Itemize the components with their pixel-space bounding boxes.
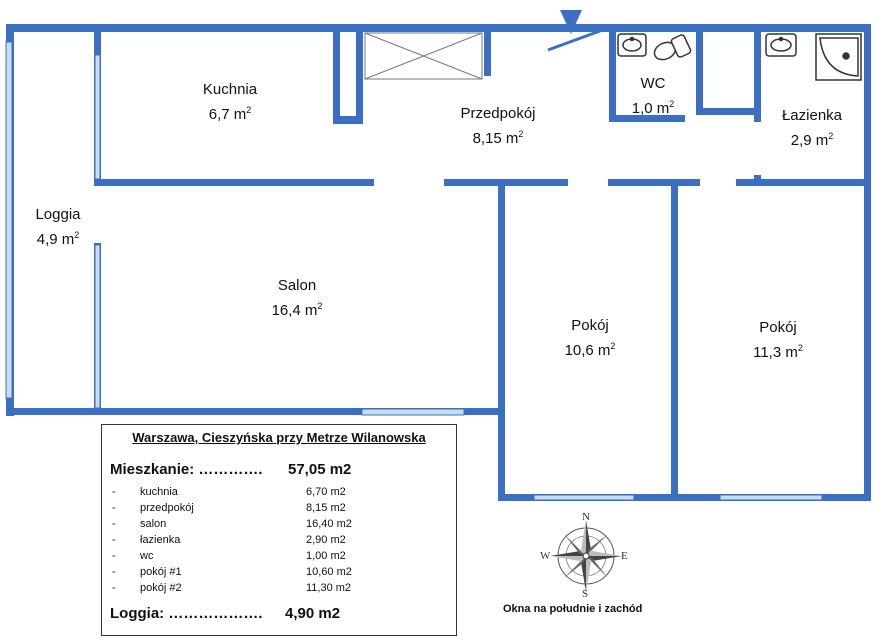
bathroom-sink-icon — [765, 33, 797, 57]
compass-north: N — [582, 511, 590, 523]
room-area: 1,0 m2 — [631, 99, 675, 117]
room-name: Salon — [277, 277, 317, 294]
total-area-row: Mieszkanie: …………. 57,05 m2 — [110, 461, 351, 478]
entrance-door — [547, 10, 609, 52]
wc-fixtures — [617, 33, 692, 61]
room-pokoj-1: Pokój 10,6 m2 — [540, 316, 640, 361]
room-area: 6,7 m2 — [208, 105, 252, 123]
apartment-summary-box: Warszawa, Cieszyńska przy Metrze Wilanow… — [101, 424, 457, 636]
room-area: 8,15 m2 — [472, 129, 524, 147]
compass-rose — [550, 520, 622, 592]
salon-window — [94, 244, 101, 409]
pokoj2-window — [719, 494, 823, 501]
compass-east: E — [621, 550, 628, 562]
room-name: Pokój — [759, 319, 797, 336]
room-area: 16,4 m2 — [271, 301, 323, 319]
room-area: 2,9 m2 — [790, 131, 834, 149]
compass-caption: Okna na południe i zachód — [503, 603, 643, 615]
room-loggia: Loggia 4,9 m2 — [20, 205, 96, 250]
room-area: 10,6 m2 — [564, 341, 616, 359]
shaft — [364, 32, 483, 80]
room-przedpokoj: Przedpokój 8,15 m2 — [440, 104, 556, 149]
room-wc: WC 1,0 m2 — [612, 74, 694, 119]
room-name: Loggia — [35, 206, 81, 223]
loggia-area-label: Loggia: ………………. — [110, 605, 263, 622]
compass-south: S — [582, 588, 589, 600]
room-name: Kuchnia — [202, 81, 258, 98]
toilet-icon — [653, 34, 692, 61]
room-area: 11,3 m2 — [753, 343, 803, 361]
room-kuchnia: Kuchnia 6,7 m2 — [180, 80, 280, 125]
total-area-value: 57,05 m2 — [288, 461, 352, 478]
total-area-label: Mieszkanie: …………. — [110, 461, 263, 478]
room-lazienka: Łazienka 2,9 m2 — [762, 106, 862, 151]
entrance-arrow-icon — [560, 10, 582, 34]
loggia-area-value: 4,90 m2 — [285, 605, 341, 622]
pokoj1-window — [533, 494, 635, 501]
room-salon: Salon 16,4 m2 — [244, 276, 350, 321]
room-name: Łazienka — [781, 107, 843, 124]
loggia-area-row: Loggia: ………………. 4,90 m2 — [110, 605, 340, 622]
room-area: 4,9 m2 — [36, 230, 80, 248]
room-name: WC — [640, 75, 666, 92]
room-pokoj-2: Pokój 11,3 m2 — [726, 318, 830, 363]
room-name: Przedpokój — [460, 105, 536, 122]
windows — [5, 41, 823, 501]
room-name: Pokój — [571, 317, 609, 334]
shower-icon — [815, 33, 862, 81]
bathroom-fixtures — [765, 33, 862, 81]
loggia-window — [5, 41, 13, 399]
wc-sink-icon — [617, 33, 647, 57]
compass-west: W — [540, 550, 551, 562]
summary-title: Warszawa, Cieszyńska przy Metrze Wilanow… — [132, 430, 426, 445]
kitchen-window — [94, 54, 101, 180]
salon-bottom-window — [361, 408, 465, 416]
